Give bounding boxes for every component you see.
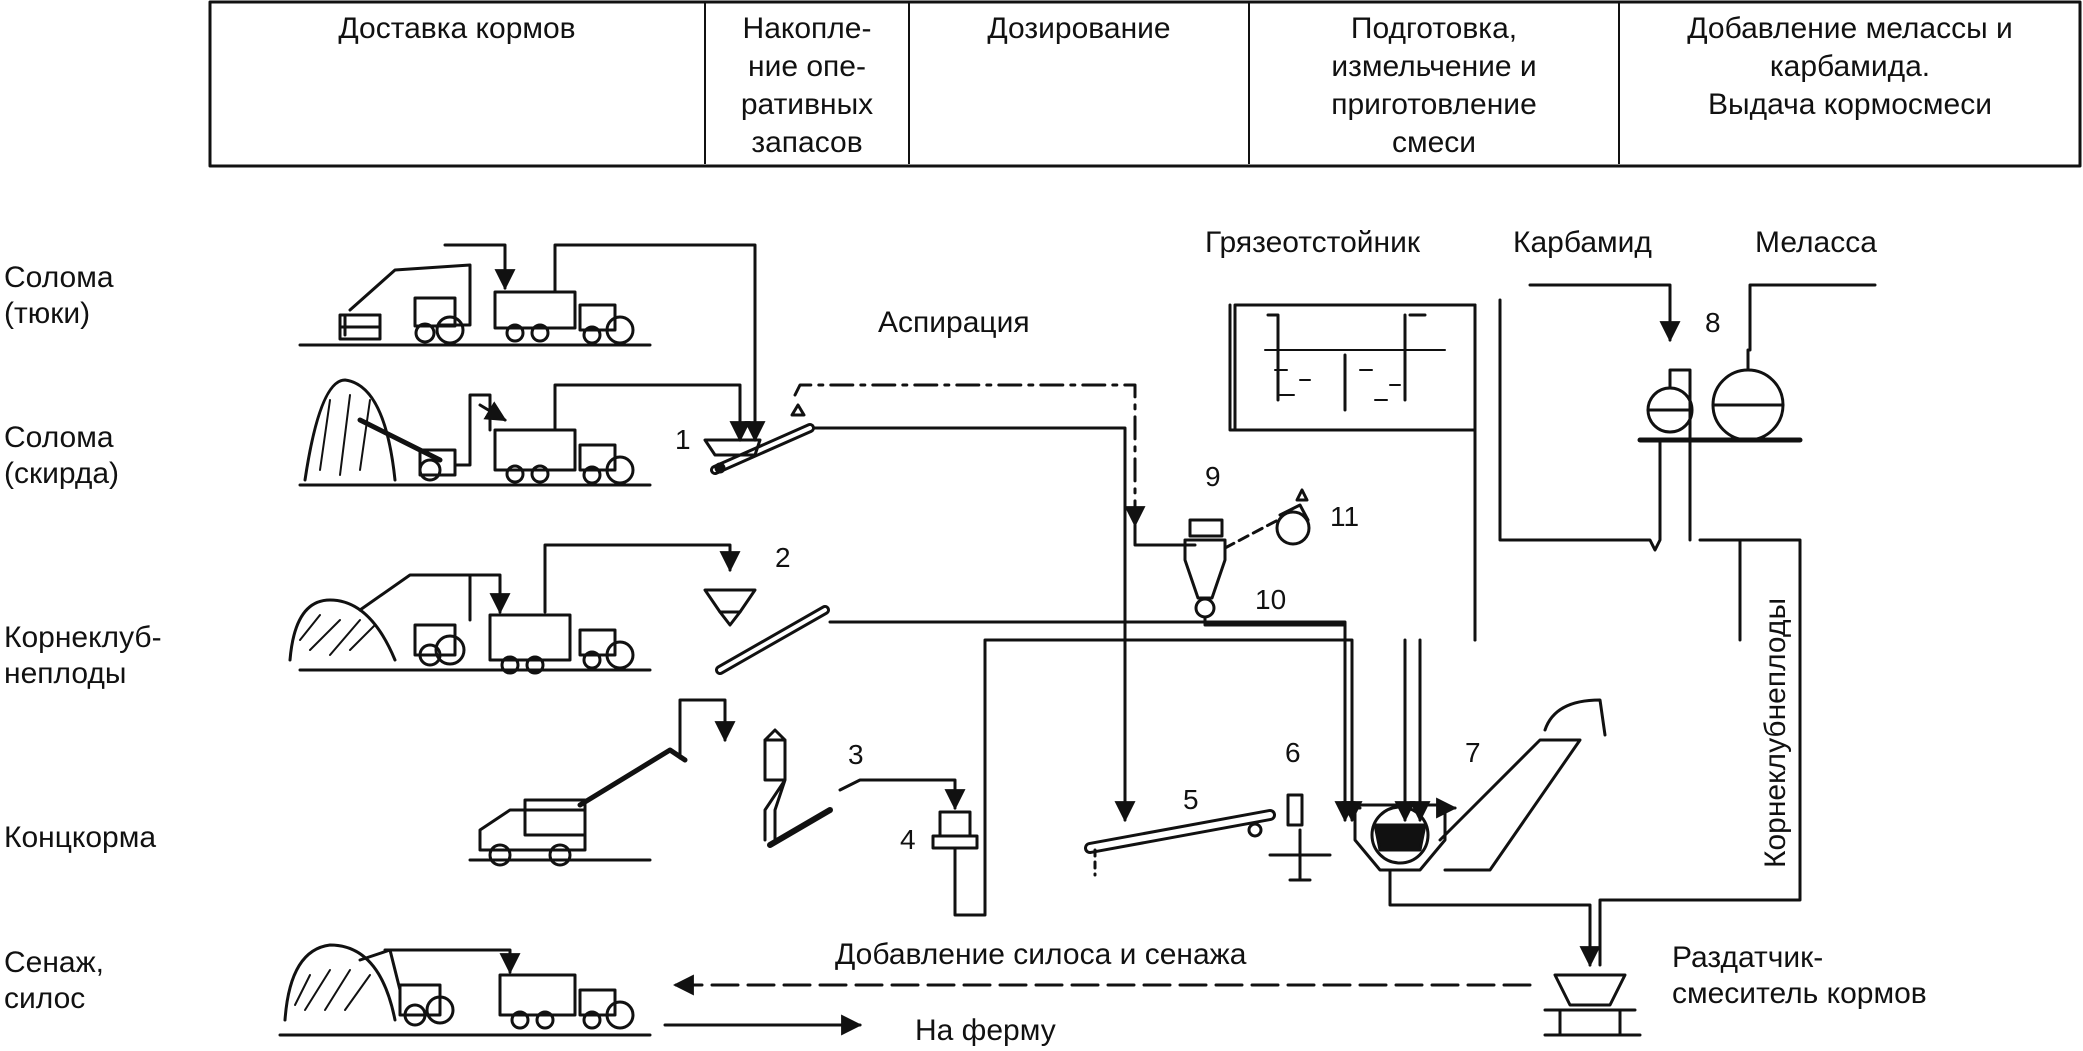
roots-vertical-label: Корнеклубнеплоды [1759, 597, 1792, 868]
feed-roots: Корнеклуб- неплоды [4, 621, 162, 690]
number-5: 5 [1183, 784, 1199, 815]
distributor-mixer [1543, 973, 1642, 1037]
number-10: 10 [1255, 584, 1287, 615]
stage-dosing-label: Дозирование [987, 12, 1171, 45]
concentrates-delivery [468, 698, 966, 867]
device-6 [1268, 793, 1332, 882]
aspiration-label: Аспирация [878, 306, 1030, 339]
mud-settler [1228, 303, 1477, 823]
header-table-frame [208, 0, 2082, 168]
number-11: 11 [1330, 501, 1360, 532]
straw-bales-delivery [298, 243, 766, 443]
silage-delivery [278, 943, 652, 1037]
molasses-label: Меласса [1755, 226, 1877, 259]
add-silage-label: Добавление силоса и сенажа [835, 938, 1247, 971]
line-roots-to-mixer [828, 620, 1356, 823]
stage-accumulation: Накопле- ние опе- ративных запасов [706, 2, 910, 164]
hopper-2 [703, 588, 830, 675]
number-2: 2 [775, 542, 791, 573]
roots-delivery [288, 543, 741, 675]
line-conveyor1-to-mixer [813, 426, 1136, 823]
feed-concentrates: Концкорма [4, 821, 157, 854]
stage-molasses: Добавление мелассы и карбамида. Выдача к… [1620, 2, 2080, 164]
distributor-label: Раздатчик- смеситель кормов [1672, 941, 1927, 1010]
stage-preparation-label: Подготовка, измельчение и приготовление … [1331, 12, 1537, 159]
urea-molasses-unit-8 [1498, 283, 1877, 967]
feed-straw-bales: Солома (тюки) [4, 261, 114, 330]
stage-delivery-label: Доставка кормов [338, 12, 576, 45]
number-9: 9 [1205, 461, 1221, 492]
number-3: 3 [848, 739, 864, 770]
stage-accumulation-label: Накопле- ние опе- ративных запасов [740, 12, 874, 159]
stage-dosing: Дозирование [910, 2, 1250, 164]
stage-delivery: Доставка кормов [210, 2, 706, 164]
feed-straw-stack: Солома (скирда) [4, 421, 120, 490]
number-1: 1 [675, 424, 691, 455]
mixer-7 [1343, 698, 1607, 968]
stage-preparation: Подготовка, измельчение и приготовление … [1250, 2, 1620, 164]
straw-stack-delivery [298, 378, 751, 487]
urea-label: Карбамид [1513, 226, 1652, 259]
number-4: 4 [900, 824, 916, 855]
number-7: 7 [1465, 737, 1481, 768]
to-farm-label: На ферму [915, 1014, 1056, 1047]
number-6: 6 [1285, 737, 1301, 768]
feed-silage: Сенаж, силос [4, 946, 105, 1015]
mud-settler-label: Грязеотстойник [1205, 226, 1420, 259]
doser-4 [931, 638, 1363, 917]
stage-molasses-label: Добавление мелассы и карбамида. Выдача к… [1687, 12, 2013, 121]
number-8: 8 [1705, 307, 1721, 338]
fan-11 [1275, 488, 1311, 546]
conveyor-1 [703, 403, 815, 475]
conveyor-5 [1084, 809, 1276, 877]
aspiration-line [793, 383, 1146, 528]
